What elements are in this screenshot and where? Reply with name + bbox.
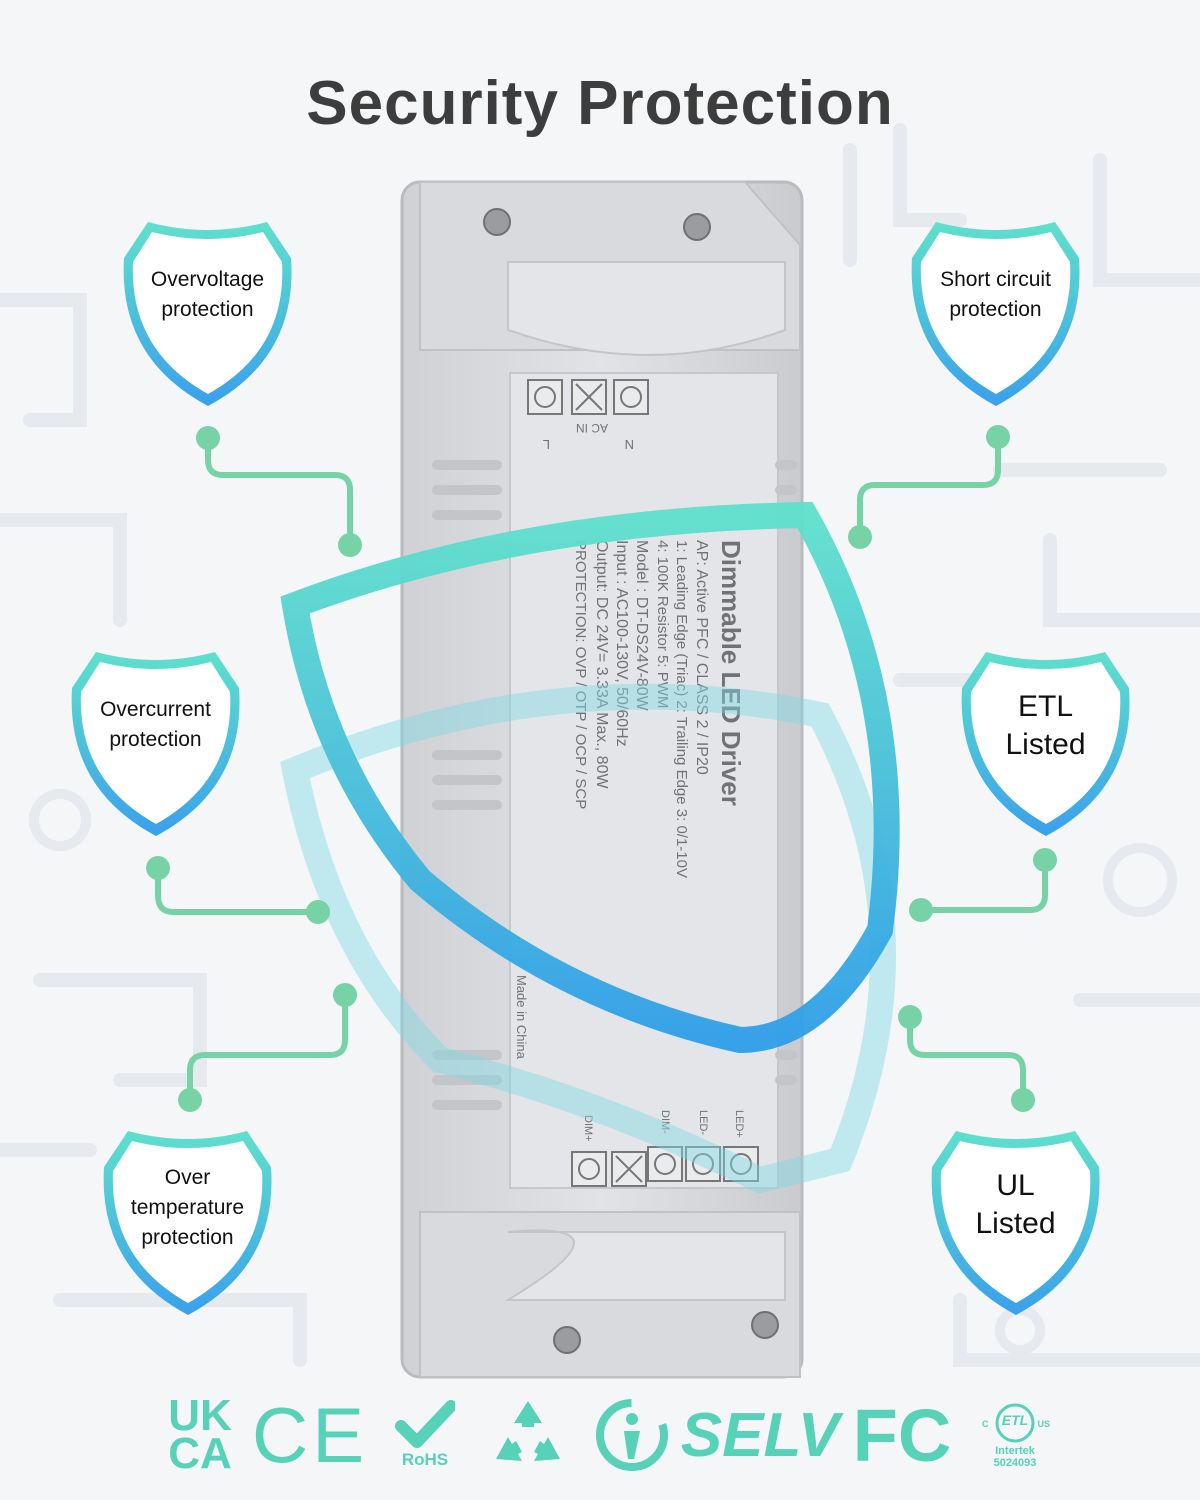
ukca-bottom: CA <box>168 1429 232 1478</box>
shield-outline-front <box>280 501 900 1054</box>
connectors <box>155 434 1048 1103</box>
device-line3: 4: 100K Resistor 5: PWM <box>654 540 671 708</box>
device-line1: AP: Active PFC / CLASS 2 / IP20 <box>693 540 710 775</box>
shield-icon <box>103 1131 272 1315</box>
device-input: Input : AC100-130V, 50/60Hz <box>613 540 630 747</box>
etl-line1: ETL <box>1017 690 1074 723</box>
shield-icon <box>911 222 1080 406</box>
rohs-mark: RoHS <box>385 1390 465 1480</box>
ce-mark: CE <box>251 1390 369 1480</box>
over-temperature-line1: Over <box>164 1166 211 1189</box>
shield-icon <box>123 222 292 406</box>
page-title: Security Protection <box>306 69 894 138</box>
checkmark-icon <box>395 1400 455 1448</box>
device-dim-minus: DIM- <box>659 1110 671 1134</box>
connector-dots <box>146 425 1057 1112</box>
short-circuit-line2: protection <box>949 298 1042 321</box>
ul-line1: UL <box>996 1169 1035 1202</box>
overcurrent-line2: protection <box>109 728 202 751</box>
device-label: Dimmable LED Driver AP: Active PFC / CLA… <box>514 421 746 1142</box>
badge-etl-listed: ETL Listed <box>958 648 1133 840</box>
device-line2: 1: Leading Edge (Triac) 2: Trailing Edge… <box>673 540 690 878</box>
badge-short-circuit: Short circuit protection <box>908 218 1083 410</box>
weee-person-mark <box>592 1390 672 1480</box>
short-circuit-line1: Short circuit <box>940 268 1051 291</box>
recycle-icon <box>496 1401 560 1461</box>
selv-mark: SELV <box>681 1390 840 1480</box>
device-dim-plus: DIM+ <box>582 1115 594 1142</box>
device-term-l: L <box>543 437 550 452</box>
etl-c-label: C <box>982 1419 989 1429</box>
device-term-n: N <box>625 437 634 452</box>
certification-row: UK CA CE RoHS SELV FC ETL <box>0 1390 1200 1490</box>
over-temperature-line3: protection <box>141 1226 234 1249</box>
ul-line2: Listed <box>975 1207 1056 1240</box>
device-heading: Dimmable LED Driver <box>716 540 746 806</box>
fc-label: FC <box>852 1393 952 1477</box>
device-protection: PROTECTION: OVP / OTP / OCP / SCP <box>572 540 589 809</box>
intertek-number: 5024093 <box>993 1457 1037 1469</box>
badge-overcurrent: Overcurrent protection <box>68 648 243 840</box>
person-recycle-icon <box>596 1399 668 1471</box>
etl-line2: Listed <box>1005 728 1086 761</box>
overvoltage-line1: Overvoltage <box>150 268 265 291</box>
badge-overvoltage: Overvoltage protection <box>120 218 295 410</box>
fcc-mark: FC <box>842 1390 962 1480</box>
recycle-mark <box>488 1390 568 1480</box>
intertek-label: Intertek <box>995 1445 1035 1457</box>
device-led-plus: LED+ <box>733 1110 745 1138</box>
ukca-top: UK <box>168 1391 232 1440</box>
device-made-in: Made in China <box>514 975 529 1060</box>
badge-ul-listed: UL Listed <box>928 1127 1103 1319</box>
shield-icon <box>931 1131 1100 1315</box>
rohs-label: RoHS <box>401 1450 449 1469</box>
shield-icon <box>961 652 1130 836</box>
device-ac-in: AC IN <box>576 421 608 435</box>
shield-outline-back <box>280 683 896 1194</box>
ukca-mark: UK CA <box>160 1390 240 1480</box>
badge-over-temperature: Over temperature protection <box>100 1127 275 1319</box>
etl-circle-icon <box>995 1403 1035 1443</box>
device-output: Output: DC 24V= 3.33A Max., 80W <box>593 540 610 789</box>
etl-us-label: US <box>1037 1419 1050 1429</box>
over-temperature-line2: temperature <box>130 1196 245 1219</box>
etl-intertek-mark: ETL C US Intertek 5024093 <box>980 1390 1050 1480</box>
ce-label: CE <box>251 1390 369 1479</box>
shield-icon <box>71 652 240 836</box>
overvoltage-line2: protection <box>161 298 254 321</box>
circuit-traces <box>0 123 1200 1367</box>
etl-mark-label: ETL <box>1001 1412 1029 1428</box>
device-led-minus: LED- <box>697 1110 709 1135</box>
device-model: Model : DT-DS24V-80W <box>633 540 650 712</box>
overcurrent-line1: Overcurrent <box>100 698 211 721</box>
selv-label: SELV <box>680 1400 840 1470</box>
